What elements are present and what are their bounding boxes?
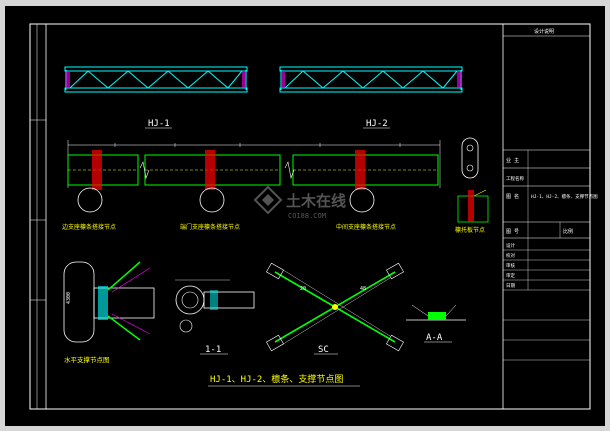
svg-text:48: 48 <box>360 286 366 292</box>
note-edge-purlin: 边支座檩条搭接节点 <box>62 223 116 231</box>
title-block-header: 设计说明 <box>534 28 554 35</box>
section-1-1-detail <box>175 279 255 333</box>
watermark-sub: CO188.COM <box>288 212 326 220</box>
section-label-sc: SC <box>318 345 329 355</box>
section-label-1-1: 1-1 <box>205 345 221 355</box>
horizontal-brace-detail: 4300 <box>63 261 155 343</box>
title-block-sign-4: 审定 <box>506 272 515 279</box>
note-eave-purlin: 端门支座檩条搭接节点 <box>180 223 240 231</box>
drawing-canvas <box>5 6 605 426</box>
title-block-drawing-no: 图 号 <box>506 229 519 235</box>
svg-text:20: 20 <box>300 286 306 292</box>
purlin-connection-elevation <box>67 140 441 213</box>
title-block-sign-3: 审核 <box>506 262 515 269</box>
note-horizontal-brace: 水平支撑节点图 <box>64 355 110 364</box>
section-label-a-a: A-A <box>426 333 443 343</box>
title-block-scale: 比例 <box>563 228 573 235</box>
title-block-drawing-name: HJ-1、HJ-2、檩条、支撑节点图 <box>531 193 598 200</box>
title-block-sign-5: 日期 <box>506 283 515 289</box>
sc-cross-brace-detail: 20 48 <box>266 262 404 352</box>
title-block-row-owner: 业 主 <box>506 157 519 164</box>
truss-hj2-elevation <box>279 66 463 93</box>
drawing-main-title: HJ-1、HJ-2、檩条、支撑节点图 <box>210 373 343 385</box>
title-block <box>502 24 590 409</box>
title-block-row-name: 图 名 <box>506 193 519 200</box>
section-a-a-detail <box>406 304 466 321</box>
purlin-support-detail <box>457 137 489 223</box>
title-block-row-project: 工程名称 <box>506 175 524 182</box>
truss-label-hj2: HJ-2 <box>366 119 388 129</box>
svg-text:4300: 4300 <box>66 292 72 304</box>
title-block-sign-1: 设计 <box>506 242 515 249</box>
truss-label-hj1: HJ-1 <box>148 119 170 129</box>
title-block-sign-2: 校对 <box>506 252 515 259</box>
note-mid-purlin: 中间支座檩条搭接节点 <box>336 223 396 231</box>
watermark-brand: 土木在线 <box>286 192 346 210</box>
watermark: 土木在线 CO188.COM <box>253 185 346 220</box>
note-purlin-support: 檩托板节点 <box>455 226 485 234</box>
truss-hj1-elevation <box>64 66 248 93</box>
